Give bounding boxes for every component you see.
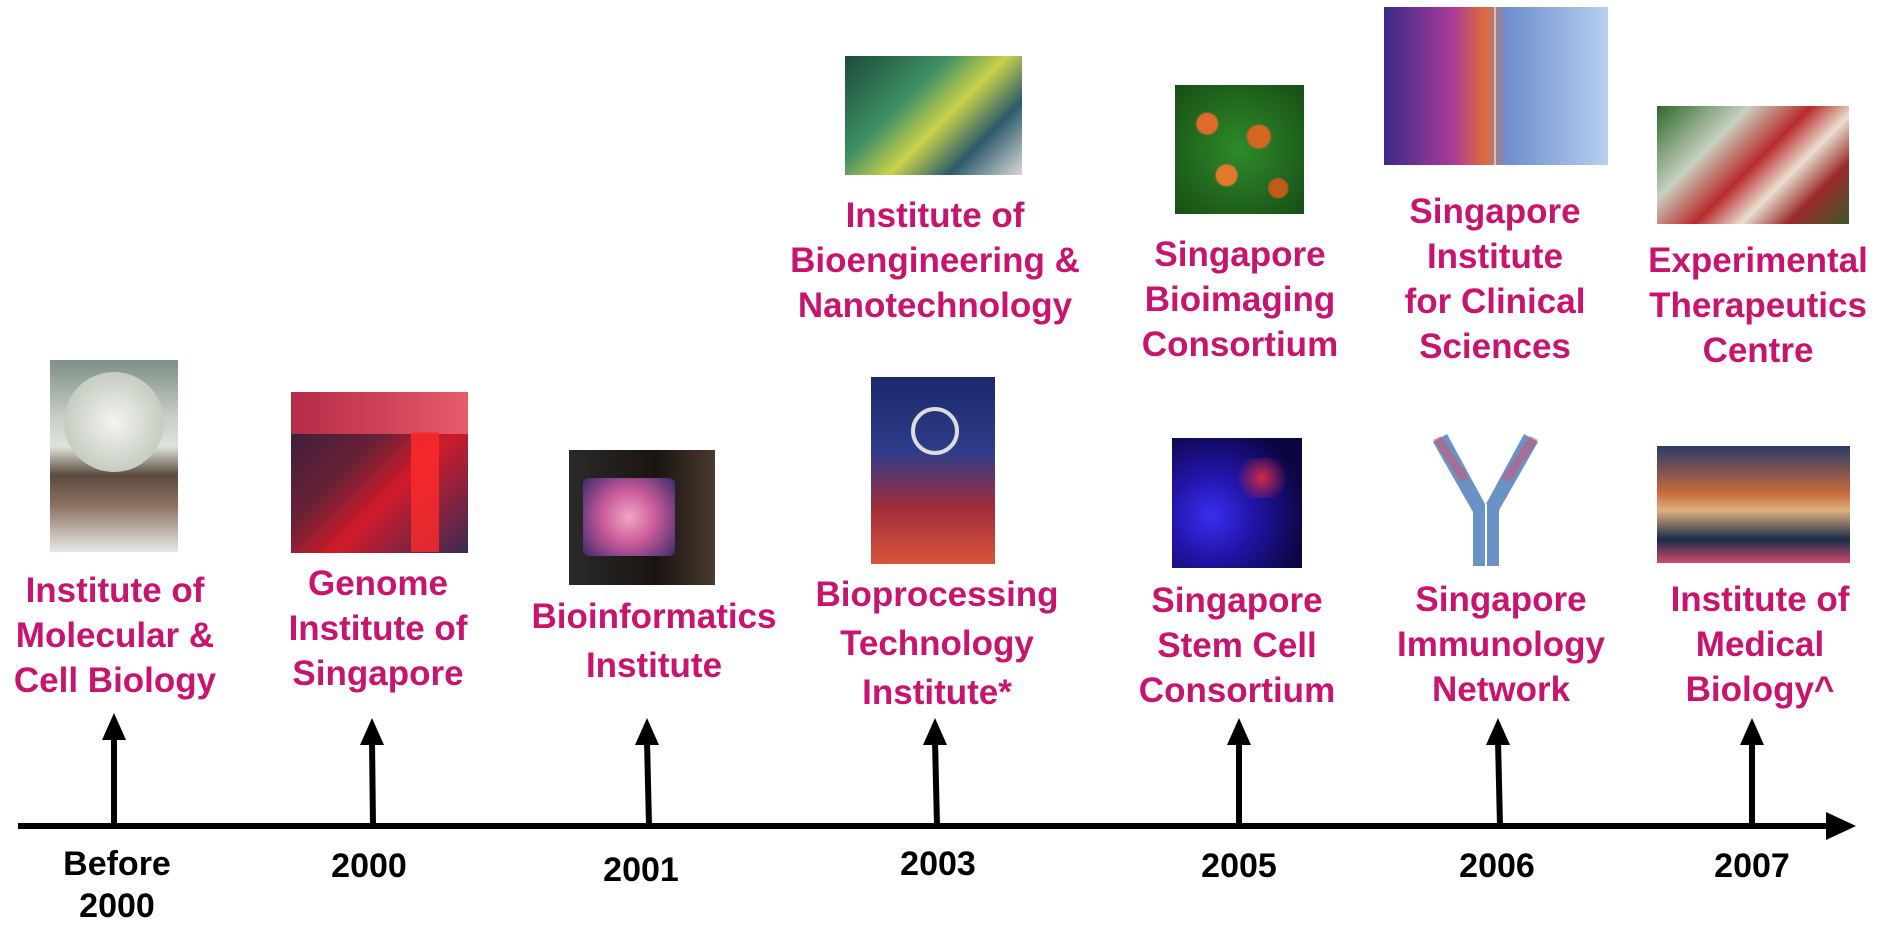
year-line: 2007 bbox=[1714, 847, 1790, 885]
year-arrow-2001 bbox=[635, 718, 659, 827]
year-line: 2000 bbox=[331, 847, 407, 885]
label-line: Network bbox=[1431, 670, 1571, 709]
label-line: Institute* bbox=[862, 673, 1012, 712]
label-line: Institute of bbox=[25, 571, 205, 610]
label-line: Molecular & bbox=[15, 616, 215, 655]
test-tube-and-stethoscope-image bbox=[1384, 7, 1608, 165]
label-line: Stem Cell bbox=[1157, 626, 1317, 665]
label-line: Singapore bbox=[1415, 580, 1587, 619]
lab-equipment-image bbox=[845, 56, 1022, 175]
label-line: Consortium bbox=[1138, 671, 1336, 710]
year-label-pre2000: Before 2000 bbox=[63, 843, 171, 927]
label-line: Cell Biology bbox=[13, 661, 217, 700]
label-line: Institute of bbox=[1670, 580, 1850, 619]
institute-label-imb: Institute of Medical Biology^ bbox=[1671, 577, 1850, 712]
label-line: Institute bbox=[585, 646, 723, 685]
year-label-2006: 2006 bbox=[1459, 845, 1535, 887]
timeline-axis-arrowhead bbox=[1826, 812, 1856, 840]
label-line: Institute of bbox=[845, 196, 1025, 235]
institute-label-sbic: Singapore Bioimaging Consortium bbox=[1142, 232, 1338, 367]
year-line: 2005 bbox=[1201, 847, 1277, 885]
label-line: for Clinical bbox=[1404, 282, 1586, 321]
year-arrow-2003 bbox=[923, 718, 947, 827]
label-line: Institute of bbox=[288, 609, 468, 648]
year-line: 2003 bbox=[900, 845, 976, 883]
bioreactor-tubing-image bbox=[871, 377, 995, 564]
label-line: Genome bbox=[307, 564, 449, 603]
researcher-at-monitor-image bbox=[569, 450, 715, 585]
label-line: Singapore bbox=[1151, 581, 1323, 620]
year-label-2005: 2005 bbox=[1201, 845, 1277, 887]
genetix-sequencing-lab-image bbox=[291, 392, 468, 553]
year-label-2001: 2001 bbox=[603, 849, 679, 891]
year-label-2000: 2000 bbox=[331, 845, 407, 887]
institute-label-sign: Singapore Immunology Network bbox=[1397, 577, 1605, 712]
label-line: Immunology bbox=[1396, 625, 1606, 664]
label-line: Bioinformatics bbox=[531, 597, 777, 636]
institute-label-sscc: Singapore Stem Cell Consortium bbox=[1139, 578, 1335, 713]
year-arrow-2000 bbox=[360, 718, 384, 827]
institute-label-bii: Bioinformatics Institute bbox=[531, 592, 776, 690]
scientist-holding-petri-dish-image bbox=[50, 360, 178, 552]
institute-label-etc: Experimental Therapeutics Centre bbox=[1648, 238, 1868, 373]
institute-label-bti: Bioprocessing Technology Institute* bbox=[815, 570, 1058, 717]
label-line: Medical bbox=[1695, 625, 1825, 664]
label-line: Therapeutics bbox=[1649, 286, 1867, 325]
label-line: Bioprocessing bbox=[815, 575, 1059, 614]
year-arrow-2006 bbox=[1486, 718, 1510, 827]
label-line: Singapore bbox=[1154, 235, 1326, 274]
label-line: Experimental bbox=[1648, 241, 1868, 280]
label-line: Sciences bbox=[1419, 327, 1571, 366]
label-line: Bioimaging bbox=[1144, 280, 1336, 319]
year-label-2007: 2007 bbox=[1714, 845, 1790, 887]
year-line: 2006 bbox=[1459, 847, 1535, 885]
year-arrow-2005 bbox=[1227, 718, 1251, 826]
year-arrow-pre2000 bbox=[102, 713, 126, 826]
antibody-diagram-image bbox=[1413, 432, 1558, 572]
label-line: Technology bbox=[840, 624, 1034, 663]
label-line: Centre bbox=[1702, 331, 1814, 370]
capsules-image bbox=[1657, 106, 1849, 224]
year-line: Before bbox=[63, 845, 171, 883]
institute-label-sics: Singapore Institute for Clinical Science… bbox=[1405, 189, 1586, 369]
label-line: Singapore bbox=[1409, 192, 1581, 231]
label-line: Biology^ bbox=[1685, 670, 1835, 709]
institute-label-gis: Genome Institute of Singapore bbox=[289, 561, 468, 696]
year-line: 2001 bbox=[603, 851, 679, 889]
institute-label-ibn: Institute of Bioengineering & Nanotechno… bbox=[790, 193, 1080, 328]
institute-label-imcb: Institute of Molecular & Cell Biology bbox=[14, 568, 216, 703]
lab-researchers-image bbox=[1657, 446, 1850, 563]
year-arrow-2007 bbox=[1740, 718, 1764, 826]
year-label-2003: 2003 bbox=[900, 843, 976, 885]
label-line: Bioengineering & bbox=[790, 241, 1080, 280]
stem-cell-fluorescence-image bbox=[1172, 438, 1302, 568]
year-line: 2000 bbox=[79, 887, 155, 925]
label-line: Singapore bbox=[292, 654, 464, 693]
label-line: Institute bbox=[1426, 237, 1564, 276]
fluorescent-cells-image bbox=[1175, 85, 1304, 214]
label-line: Nanotechnology bbox=[797, 286, 1073, 325]
label-line: Consortium bbox=[1141, 325, 1339, 364]
